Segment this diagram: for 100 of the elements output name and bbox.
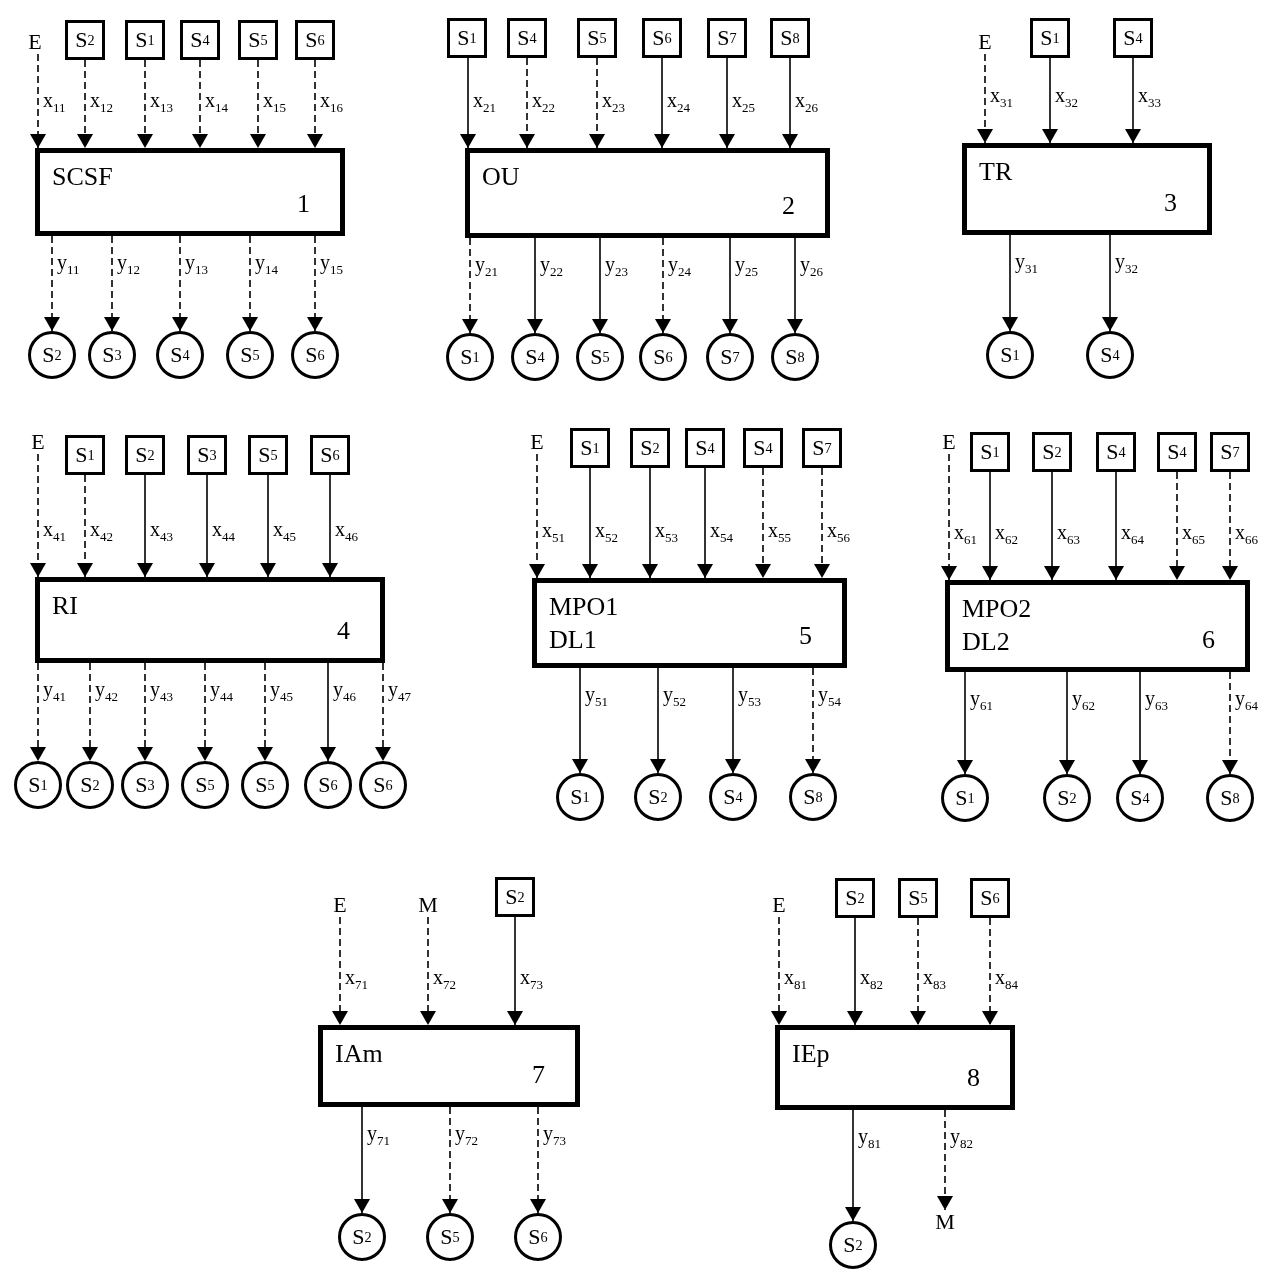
arrow xyxy=(527,237,543,334)
signal-label: M xyxy=(933,1210,957,1234)
arrow xyxy=(354,1106,370,1214)
arrow xyxy=(519,57,535,149)
arrow xyxy=(462,237,478,334)
edge-label: x$_{64}$ xyxy=(1121,522,1144,546)
arrow xyxy=(725,667,741,774)
block-name: TR xyxy=(979,156,1013,188)
arrow xyxy=(771,916,787,1026)
edge-label: y$_{15}$ xyxy=(320,252,343,276)
arrow xyxy=(572,667,588,774)
block-name: SCSF xyxy=(52,161,113,193)
arrow xyxy=(1169,471,1185,581)
edge-label: x$_{33}$ xyxy=(1138,85,1161,109)
arrow xyxy=(1002,234,1018,332)
signal-label: E xyxy=(23,30,47,54)
arrow xyxy=(1059,671,1075,775)
block-number: 3 xyxy=(1164,190,1177,216)
edge-label: y$_{23}$ xyxy=(605,254,628,278)
edge-label: x$_{24}$ xyxy=(667,90,690,114)
edge-label: x$_{31}$ xyxy=(990,85,1013,109)
edge-label: x$_{54}$ xyxy=(710,520,733,544)
edge-label: y$_{22}$ xyxy=(540,254,563,278)
block-number: 7 xyxy=(532,1062,545,1088)
arrow xyxy=(77,59,93,149)
edge-label: x$_{45}$ xyxy=(273,519,296,543)
edge-label: y$_{52}$ xyxy=(663,684,686,708)
arrow xyxy=(530,1106,546,1214)
edge-label: x$_{25}$ xyxy=(732,90,755,114)
edge-label: y$_{41}$ xyxy=(43,679,66,703)
edge-label: x$_{65}$ xyxy=(1182,522,1205,546)
edge-label: y$_{54}$ xyxy=(818,684,841,708)
arrow xyxy=(1125,57,1141,144)
block-number: 1 xyxy=(297,191,310,217)
arrow xyxy=(697,467,713,579)
edge-label: x$_{46}$ xyxy=(335,519,358,543)
arrow xyxy=(845,1109,861,1222)
arrow xyxy=(332,916,348,1026)
arrow xyxy=(104,235,120,332)
edge-label: x$_{11}$ xyxy=(43,90,66,114)
edge-label: x$_{66}$ xyxy=(1235,522,1258,546)
block-number: 2 xyxy=(782,193,795,219)
arrow xyxy=(782,57,798,149)
edge-label: x$_{26}$ xyxy=(795,90,818,114)
arrow xyxy=(30,53,46,149)
arrow xyxy=(375,662,391,762)
edge-label: y$_{82}$ xyxy=(950,1126,973,1150)
edge-label: y$_{61}$ xyxy=(970,688,993,712)
edge-label: x$_{51}$ xyxy=(542,520,565,544)
arrow xyxy=(307,235,323,332)
arrow xyxy=(260,474,276,578)
edge-label: y$_{72}$ xyxy=(455,1123,478,1147)
arrow xyxy=(529,453,545,579)
edge-label: x$_{13}$ xyxy=(150,90,173,114)
edge-label: x$_{32}$ xyxy=(1055,85,1078,109)
edge-label: x$_{61}$ xyxy=(954,522,977,546)
edge-label: y$_{45}$ xyxy=(270,679,293,703)
arrow xyxy=(322,474,338,578)
edge-label: x$_{52}$ xyxy=(595,520,618,544)
arrow xyxy=(320,662,336,762)
edge-label: y$_{62}$ xyxy=(1072,688,1095,712)
edge-label: y$_{47}$ xyxy=(388,679,411,703)
arrow xyxy=(1044,471,1060,581)
arrow xyxy=(420,916,436,1026)
arrow xyxy=(582,467,598,579)
arrow xyxy=(655,237,671,334)
edge-label: x$_{72}$ xyxy=(433,967,456,991)
edge-label: y$_{13}$ xyxy=(185,252,208,276)
signal-label: E xyxy=(328,893,352,917)
signal-label: E xyxy=(525,430,549,454)
edge-label: y$_{11}$ xyxy=(57,252,80,276)
arrow xyxy=(82,662,98,762)
edge-label: x$_{23}$ xyxy=(602,90,625,114)
edge-label: x$_{84}$ xyxy=(995,967,1018,991)
arrow xyxy=(787,237,803,334)
arrow xyxy=(172,235,188,332)
arrow xyxy=(589,57,605,149)
signal-label: M xyxy=(416,893,440,917)
arrow xyxy=(805,667,821,774)
arrow xyxy=(722,237,738,334)
edge-label: y$_{32}$ xyxy=(1115,251,1138,275)
edge-label: x$_{55}$ xyxy=(768,520,791,544)
edge-label: y$_{81}$ xyxy=(858,1126,881,1150)
edge-label: y$_{31}$ xyxy=(1015,251,1038,275)
arrow xyxy=(1222,671,1238,775)
arrow xyxy=(44,235,60,332)
process-box xyxy=(35,577,385,663)
edge-label: y$_{26}$ xyxy=(800,254,823,278)
signal-label: E xyxy=(973,30,997,54)
arrow xyxy=(1132,671,1148,775)
edge-label: y$_{44}$ xyxy=(210,679,233,703)
arrow xyxy=(1042,57,1058,144)
arrow xyxy=(199,474,215,578)
arrow xyxy=(719,57,735,149)
edge-label: y$_{42}$ xyxy=(95,679,118,703)
edge-label: y$_{14}$ xyxy=(255,252,278,276)
edge-label: x$_{42}$ xyxy=(90,519,113,543)
edge-label: x$_{21}$ xyxy=(473,90,496,114)
edge-label: y$_{63}$ xyxy=(1145,688,1168,712)
edge-label: y$_{12}$ xyxy=(117,252,140,276)
